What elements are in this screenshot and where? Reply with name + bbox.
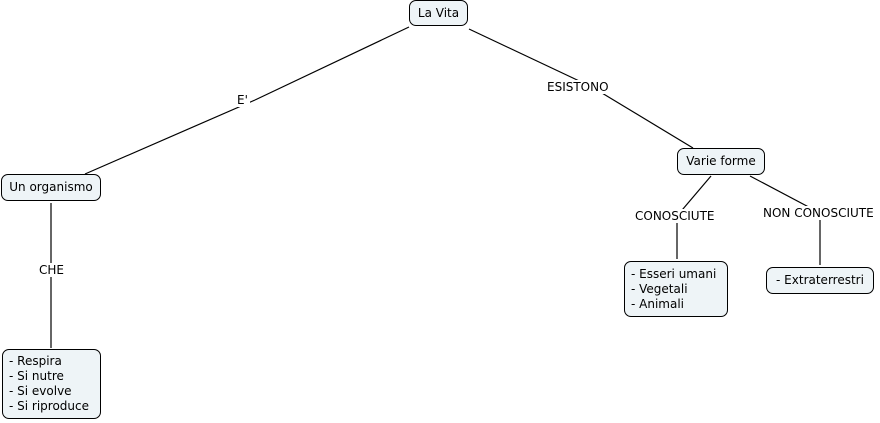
concept-varie-forme[interactable]: Varie forme xyxy=(677,148,765,175)
concept-non-conosciute-list[interactable]: - Extraterrestri xyxy=(766,267,874,294)
list-item: - Animali xyxy=(631,296,685,311)
concept-conosciute-list[interactable]: - Esseri umani - Vegetali - Animali xyxy=(624,261,728,317)
concept-caratteristiche-list[interactable]: - Respira - Si nutre - Si evolve - Si ri… xyxy=(2,349,101,419)
concept-un-organismo[interactable]: Un organismo xyxy=(1,174,101,201)
list-item: - Esseri umani xyxy=(631,266,717,281)
link-label-conosciute: CONOSCIUTE xyxy=(633,209,717,223)
concept-la-vita[interactable]: La Vita xyxy=(409,0,468,26)
list-item: - Vegetali xyxy=(631,281,688,296)
line-lavita-to-esistono xyxy=(468,28,593,88)
link-label-che: CHE xyxy=(37,263,66,277)
line-lavita-to-e xyxy=(254,26,410,101)
list-item: - Respira xyxy=(9,354,62,368)
line-e-to-organismo xyxy=(84,99,256,175)
list-item: - Si nutre xyxy=(9,369,64,383)
line-esistono-to-varieforme xyxy=(591,86,694,149)
link-label-non-conosciute: NON CONOSCIUTE xyxy=(761,206,876,220)
list-item: - Si riproduce xyxy=(9,399,90,413)
link-label-esistono: ESISTONO xyxy=(545,80,611,94)
list-item: - Si evolve xyxy=(9,384,72,398)
link-label-e: E' xyxy=(235,93,250,107)
